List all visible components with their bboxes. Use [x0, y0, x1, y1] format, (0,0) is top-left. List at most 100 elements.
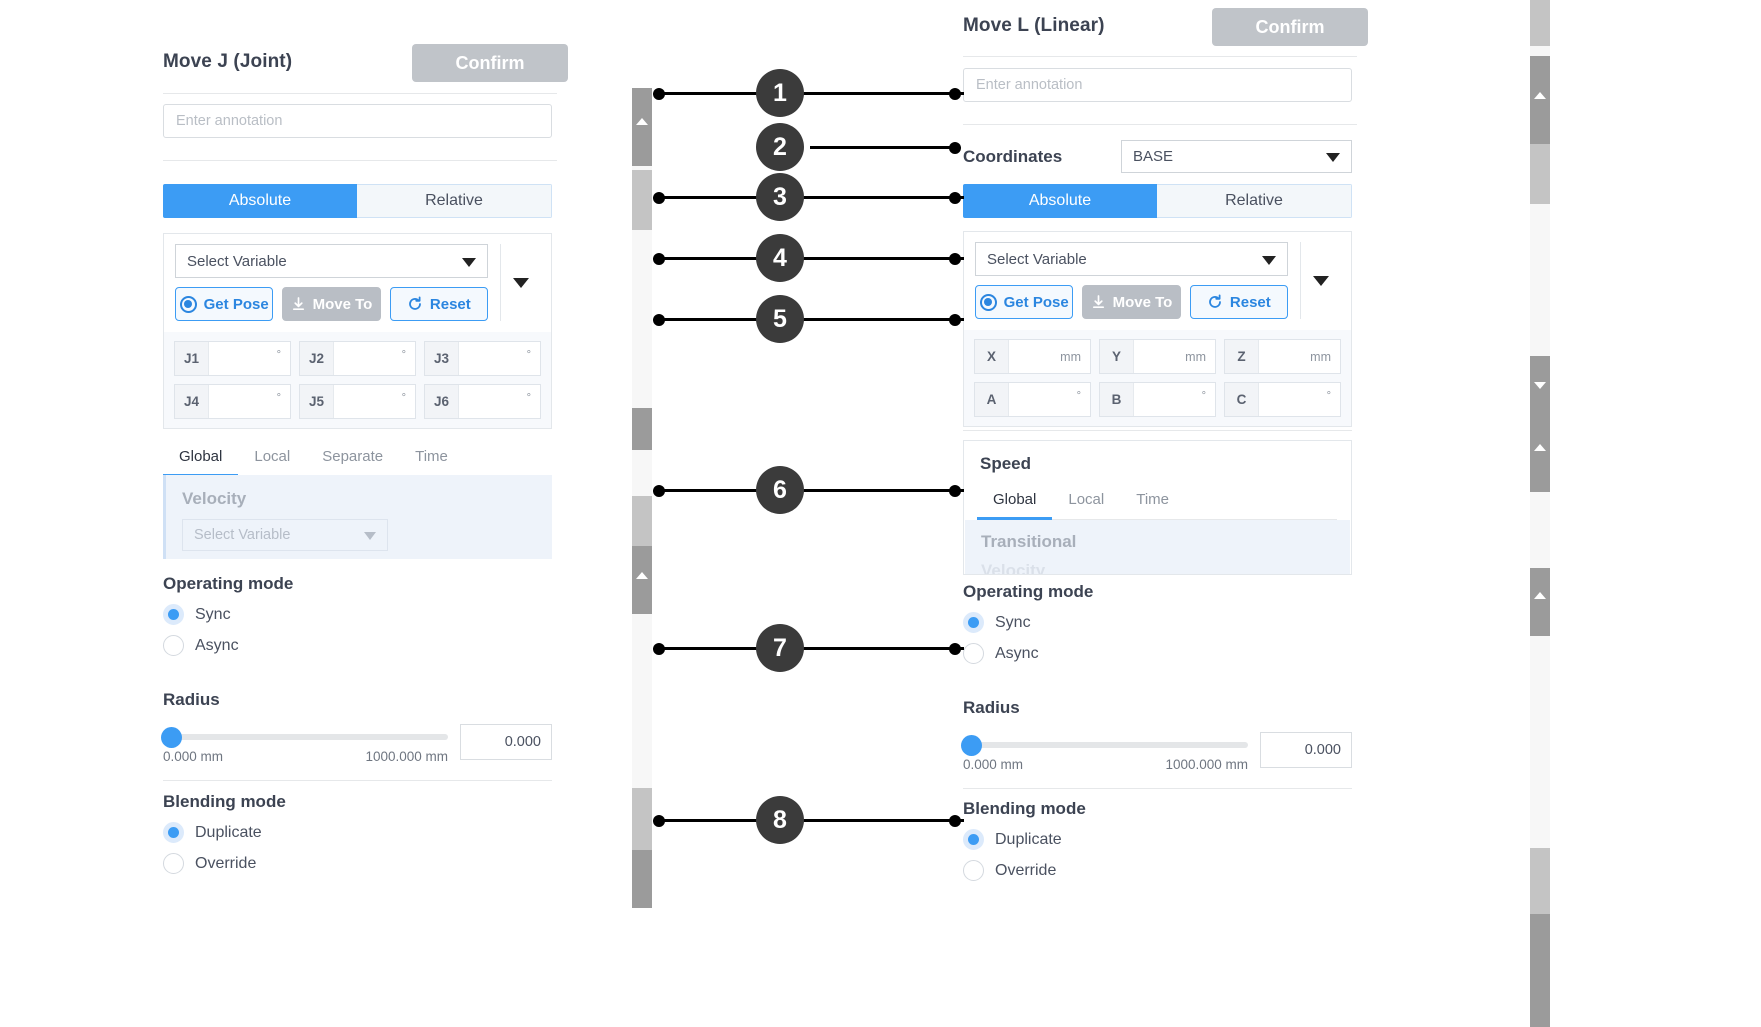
scrollbar-thumb-5[interactable] [632, 546, 652, 614]
radio-icon-override[interactable] [163, 853, 184, 874]
radio-override-r[interactable]: Override [963, 860, 1352, 881]
scrollbar-thumb-r3[interactable] [1530, 356, 1550, 416]
scrollbar-thumb-r0[interactable] [1530, 0, 1550, 46]
scrollbar-thumb-r1[interactable] [1530, 56, 1550, 144]
pose-value-y[interactable] [1134, 340, 1185, 373]
pose-value-c[interactable] [1259, 383, 1327, 416]
pose-value-x[interactable] [1009, 340, 1060, 373]
move-j-mode-segment[interactable]: Absolute Relative [163, 184, 552, 218]
joint-field-j6[interactable]: J6 ° [424, 384, 541, 419]
radio-override[interactable]: Override [163, 853, 552, 874]
callout-dot-7-left [653, 643, 665, 655]
radio-sync[interactable]: Sync [163, 604, 552, 625]
joint-value-j1[interactable] [209, 342, 277, 375]
scrollbar-thumb-4[interactable] [632, 496, 652, 546]
move-j-tab-absolute[interactable]: Absolute [163, 184, 357, 218]
expand-chevron-icon[interactable] [512, 278, 529, 288]
move-l-tab-global[interactable]: Global [977, 483, 1053, 520]
joint-value-j6[interactable] [459, 385, 527, 418]
radius-slider-knob[interactable] [161, 727, 182, 748]
scrollbar-thumb-r6[interactable] [1530, 848, 1550, 914]
callout-dot-5-right [949, 314, 961, 326]
move-j-pose-buttons: Get Pose Move To [175, 287, 488, 321]
radio-icon-async[interactable] [963, 643, 984, 664]
joint-field-j1[interactable]: J1 ° [174, 341, 291, 376]
move-l-tab-absolute[interactable]: Absolute [963, 184, 1157, 218]
radio-icon-sync[interactable] [163, 604, 184, 625]
move-l-speed-tabs[interactable]: Global Local Time [977, 483, 1337, 520]
move-j-move-to-button[interactable]: Move To [282, 287, 381, 321]
joint-value-j5[interactable] [334, 385, 402, 418]
divider-annot [163, 160, 557, 161]
scrollbar-thumb-3[interactable] [632, 408, 652, 450]
joint-value-j2[interactable] [334, 342, 402, 375]
transitional-heading: Transitional [981, 532, 1077, 551]
move-l-tab-local[interactable]: Local [1068, 491, 1105, 508]
pose-field-c[interactable]: C ° [1224, 382, 1341, 417]
joint-field-j4[interactable]: J4 ° [174, 384, 291, 419]
pose-field-a[interactable]: A ° [974, 382, 1091, 417]
move-l-reset-button[interactable]: Reset [1189, 285, 1288, 319]
radio-sync-r[interactable]: Sync [963, 612, 1352, 633]
radius-value-input-r[interactable]: 0.000 [1260, 732, 1352, 768]
joint-field-j2[interactable]: J2 ° [299, 341, 416, 376]
move-j-tab-global[interactable]: Global [163, 440, 239, 477]
joint-value-j4[interactable] [209, 385, 277, 418]
move-l-select-variable[interactable]: Select Variable [975, 242, 1288, 276]
pose-field-y[interactable]: Y mm [1099, 339, 1216, 374]
move-j-tab-time[interactable]: Time [415, 448, 448, 465]
move-j-get-pose-button[interactable]: Get Pose [175, 287, 274, 321]
joint-field-j5[interactable]: J5 ° [299, 384, 416, 419]
radio-async[interactable]: Async [163, 635, 552, 656]
move-j-speed-tabs[interactable]: Global Local Separate Time [163, 440, 552, 477]
move-l-move-to-button[interactable]: Move To [1082, 285, 1181, 319]
radius-slider-knob-r[interactable] [961, 735, 982, 756]
move-j-velocity-select[interactable]: Select Variable [182, 519, 388, 551]
move-j-scrollbar-track[interactable] [632, 88, 652, 908]
radio-icon-override[interactable] [963, 860, 984, 881]
pose-field-x[interactable]: X mm [974, 339, 1091, 374]
move-l-get-pose-button[interactable]: Get Pose [975, 285, 1074, 319]
move-l-coordinates-row: Coordinates BASE [963, 140, 1352, 173]
move-l-confirm-button[interactable]: Confirm [1212, 8, 1368, 46]
move-j-confirm-button[interactable]: Confirm [412, 44, 568, 82]
move-l-mode-segment[interactable]: Absolute Relative [963, 184, 1352, 218]
scrollbar-thumb-r5[interactable] [1530, 568, 1550, 636]
move-j-tab-separate[interactable]: Separate [322, 448, 384, 465]
move-l-scrollbar-track[interactable] [1530, 0, 1550, 1027]
radio-async-r[interactable]: Async [963, 643, 1352, 664]
move-j-tab-local[interactable]: Local [254, 448, 291, 465]
move-j-tab-relative[interactable]: Relative [357, 184, 552, 218]
radius-value-input[interactable]: 0.000 [460, 724, 552, 760]
expand-chevron-icon[interactable] [1312, 276, 1329, 286]
coordinates-select[interactable]: BASE [1121, 140, 1352, 173]
scrollbar-thumb-6[interactable] [632, 788, 652, 850]
move-l-annotation-input[interactable] [963, 68, 1352, 102]
radio-duplicate[interactable]: Duplicate [163, 822, 552, 843]
pose-field-z[interactable]: Z mm [1224, 339, 1341, 374]
radio-icon-sync[interactable] [963, 612, 984, 633]
move-l-tab-relative[interactable]: Relative [1157, 184, 1352, 218]
radio-duplicate-r[interactable]: Duplicate [963, 829, 1352, 850]
radio-icon-duplicate[interactable] [963, 829, 984, 850]
scrollbar-thumb-r2[interactable] [1530, 144, 1550, 204]
joint-value-j3[interactable] [459, 342, 527, 375]
radio-icon-async[interactable] [163, 635, 184, 656]
scrollbar-thumb-r7[interactable] [1530, 914, 1550, 1027]
move-j-annotation-input[interactable] [163, 104, 552, 138]
radio-icon-duplicate[interactable] [163, 822, 184, 843]
move-l-tab-time[interactable]: Time [1136, 491, 1169, 508]
scrollbar-thumb-r4[interactable] [1530, 416, 1550, 492]
pose-value-b[interactable] [1134, 383, 1202, 416]
pose-value-a[interactable] [1009, 383, 1077, 416]
scrollbar-thumb-2[interactable] [632, 170, 652, 230]
joint-field-j3[interactable]: J3 ° [424, 341, 541, 376]
radius-slider-track[interactable] [161, 727, 448, 748]
pose-value-z[interactable] [1259, 340, 1310, 373]
scrollbar-thumb-7[interactable] [632, 850, 652, 908]
scrollbar-thumb-upper[interactable] [632, 88, 652, 166]
pose-field-b[interactable]: B ° [1099, 382, 1216, 417]
radius-slider-track-r[interactable] [961, 735, 1248, 756]
move-j-reset-button[interactable]: Reset [389, 287, 488, 321]
move-j-select-variable[interactable]: Select Variable [175, 244, 488, 278]
